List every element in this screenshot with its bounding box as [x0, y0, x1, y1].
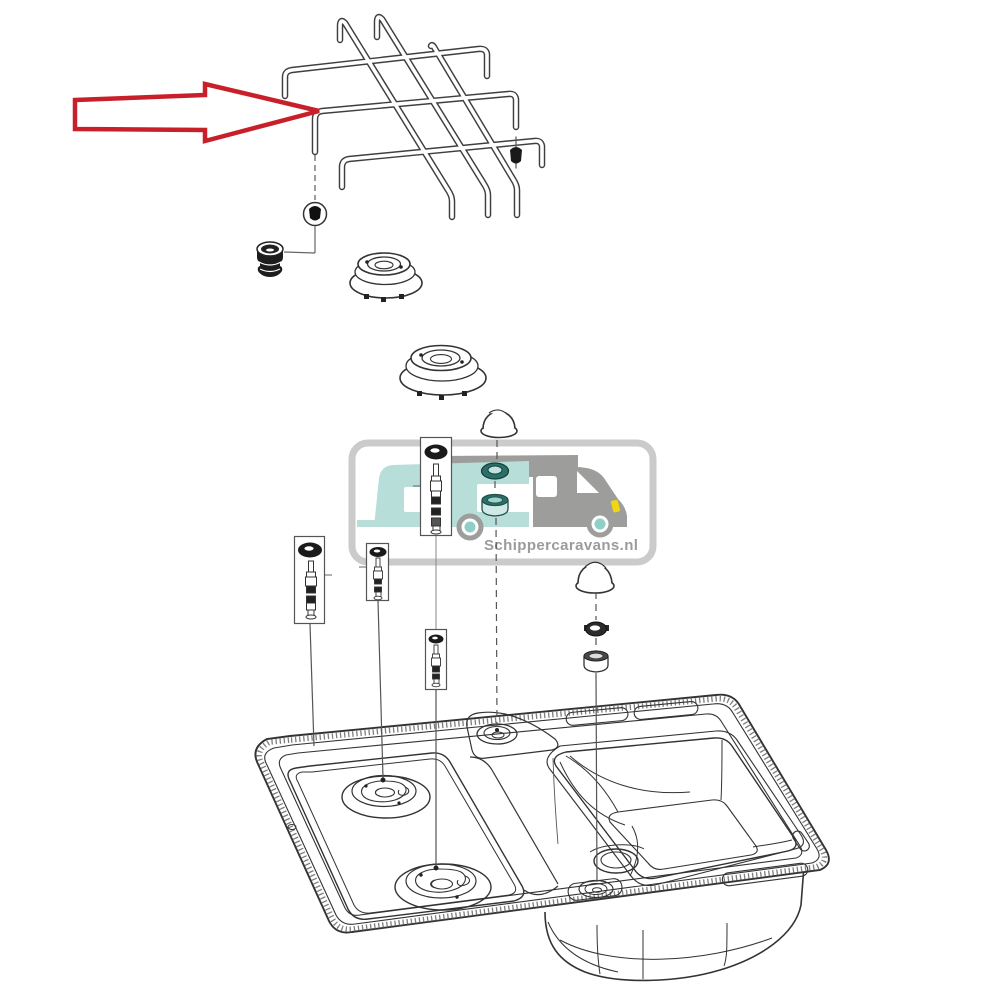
- burner-ring-small: [349, 252, 423, 302]
- wheel-rear: [456, 513, 484, 541]
- hob-burner-lower: [394, 863, 492, 911]
- divider-band: [469, 756, 559, 896]
- watermark-text: Schippercaravans.nl: [484, 537, 638, 554]
- indicator-light: [611, 499, 621, 513]
- ignition-hole: [567, 878, 623, 901]
- injector-kit-b: [293, 535, 332, 625]
- grid-rubber-foot: [510, 147, 522, 164]
- venturi-ring-gray: [583, 650, 609, 673]
- injector-kit-a: [413, 436, 453, 537]
- sink-drain: [589, 844, 645, 874]
- burner-cap-small: [480, 409, 518, 439]
- venturi-ring-teal: [481, 493, 509, 517]
- seal-ring-teal: [480, 462, 510, 480]
- burner-ring-large: [399, 344, 487, 400]
- watermark-frame: [348, 439, 657, 566]
- wheel-front: [586, 510, 614, 538]
- hob-sink-combination-unit: [254, 693, 830, 982]
- pan-support-grid: [281, 13, 546, 221]
- rim-seal-hatch: [256, 695, 828, 933]
- unit-outer-rim: [254, 693, 830, 934]
- burner-cap-large: [575, 561, 615, 594]
- rubber-foot-callout: [283, 155, 328, 254]
- hob-burner-upper: [341, 774, 431, 819]
- connector-lines: [309, 440, 598, 883]
- rim-ledge-details: [565, 701, 810, 887]
- seal-ring-gray: [584, 621, 609, 637]
- callout-arrow: [72, 81, 320, 144]
- mounting-grommet: [256, 241, 284, 277]
- injector-kit-d: [424, 628, 448, 691]
- sink-bowl-underside: [544, 865, 805, 982]
- injector-kit-c: [359, 542, 390, 602]
